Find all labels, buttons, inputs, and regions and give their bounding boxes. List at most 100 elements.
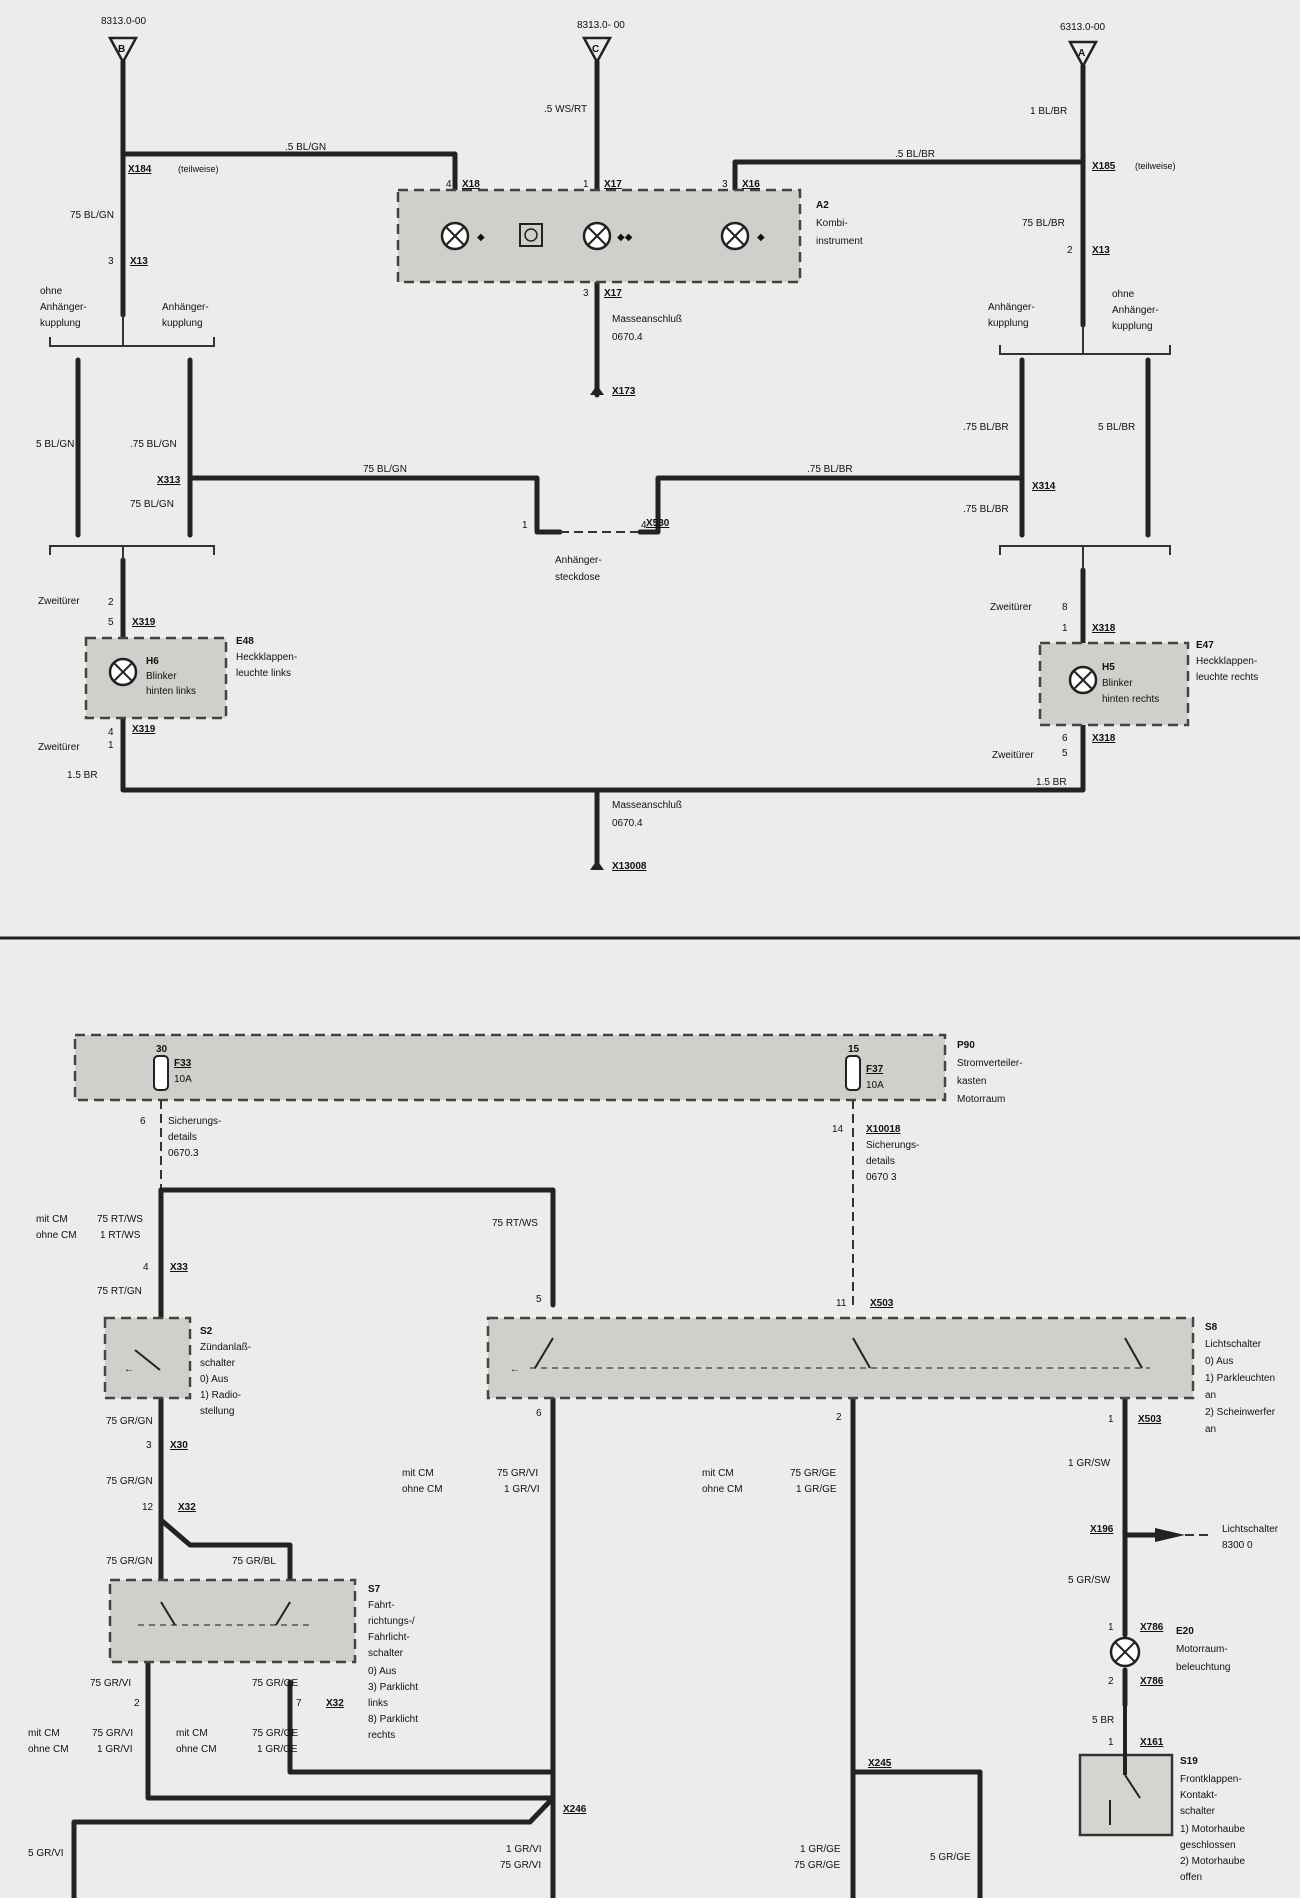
svg-text:◆◆: ◆◆ (617, 232, 633, 243)
svg-text:X18: X18 (462, 179, 480, 190)
svg-text:B: B (118, 44, 125, 55)
svg-text:Anhänger-: Anhänger- (40, 302, 87, 313)
switch-s19: S19 Frontklappen- Kontakt- schalter 1) M… (1078, 1705, 1245, 1883)
svg-text:1: 1 (1108, 1414, 1114, 1425)
instrument-cluster-a2: ◆ ◆◆ ◆ A2 Kombi- instrument (396, 188, 863, 284)
svg-text:1 GR/GE: 1 GR/GE (800, 1844, 841, 1855)
svg-text:X184: X184 (128, 164, 152, 175)
svg-text:75 GR/GE: 75 GR/GE (252, 1728, 298, 1739)
svg-text:6: 6 (140, 1116, 146, 1127)
bottom-labels: 6 Sicherungs- details 0670.3 14 X10018 S… (28, 1116, 1279, 1871)
svg-text:2: 2 (108, 597, 114, 608)
svg-text:offen: offen (1180, 1872, 1202, 1883)
svg-text:X245: X245 (868, 1758, 892, 1769)
svg-text:geschlossen: geschlossen (1180, 1840, 1236, 1851)
svg-text:15: 15 (848, 1044, 860, 1055)
trailer-bracket-left (49, 315, 215, 560)
svg-text:details: details (866, 1156, 895, 1167)
svg-text:X13008: X13008 (612, 861, 647, 872)
svg-text:ohne: ohne (40, 286, 63, 297)
svg-text:S7: S7 (368, 1584, 381, 1595)
svg-text:1: 1 (108, 740, 114, 751)
svg-text:8313.0-00: 8313.0-00 (101, 16, 146, 27)
svg-text:75 GR/GN: 75 GR/GN (106, 1416, 153, 1427)
svg-text:details: details (168, 1132, 197, 1143)
svg-text:Lichtschalter: Lichtschalter (1222, 1524, 1279, 1535)
svg-text:X161: X161 (1140, 1737, 1164, 1748)
svg-text:4: 4 (143, 1262, 149, 1273)
svg-text:P90: P90 (957, 1040, 975, 1051)
svg-text:an: an (1205, 1424, 1216, 1435)
svg-text:richtungs-/: richtungs-/ (368, 1616, 415, 1627)
svg-text:mit CM: mit CM (702, 1468, 734, 1479)
svg-text:75 GR/VI: 75 GR/VI (497, 1468, 538, 1479)
svg-text:links: links (368, 1698, 388, 1709)
svg-text:stellung: stellung (200, 1406, 234, 1417)
svg-text:75 RT/WS: 75 RT/WS (492, 1218, 538, 1229)
svg-text:4: 4 (108, 727, 114, 738)
svg-text:4: 4 (446, 179, 452, 190)
svg-text:◆: ◆ (477, 232, 485, 243)
svg-text:X30: X30 (170, 1440, 188, 1451)
svg-text:3: 3 (108, 256, 114, 267)
svg-text:Zweitürer: Zweitürer (990, 602, 1032, 613)
svg-text:X786: X786 (1140, 1622, 1164, 1633)
svg-text:5: 5 (1062, 748, 1068, 759)
svg-text:75 BL/GN: 75 BL/GN (363, 464, 407, 475)
svg-text:Anhänger-: Anhänger- (555, 555, 602, 566)
svg-text:an: an (1205, 1390, 1216, 1401)
svg-text:5 GR/SW: 5 GR/SW (1068, 1575, 1111, 1586)
svg-text:6313.0-00: 6313.0-00 (1060, 22, 1105, 33)
svg-text:3: 3 (583, 288, 589, 299)
svg-text:ohne CM: ohne CM (702, 1484, 743, 1495)
svg-text:X314: X314 (1032, 481, 1056, 492)
switch-s8: ← S8 Lichtschalter 0) Aus 1) Parkleuchte… (486, 1316, 1276, 1435)
svg-text:8) Parklicht: 8) Parklicht (368, 1714, 418, 1725)
svg-text:4: 4 (641, 520, 647, 531)
svg-text:Zweitürer: Zweitürer (992, 750, 1034, 761)
svg-text:Lichtschalter: Lichtschalter (1205, 1339, 1262, 1350)
svg-text:1 RT/WS: 1 RT/WS (100, 1230, 141, 1241)
svg-text:Zweitürer: Zweitürer (38, 742, 80, 753)
lamp-e47: H5 Blinker hinten rechts E47 Heckklappen… (1038, 640, 1258, 727)
svg-text:Anhänger-: Anhänger- (162, 302, 209, 313)
switch-s2: ← S2 Zündanlaß- schalter 0) Aus 1) Radio… (103, 1316, 251, 1417)
svg-text:1) Parkleuchten: 1) Parkleuchten (1205, 1373, 1275, 1384)
antenna-a-icon: A 6313.0-00 (1060, 22, 1105, 69)
svg-text:0) Aus: 0) Aus (368, 1666, 396, 1677)
svg-text:C: C (592, 44, 599, 55)
svg-text:10A: 10A (174, 1074, 192, 1085)
svg-text:schalter: schalter (368, 1648, 404, 1659)
svg-text:Anhänger-: Anhänger- (988, 302, 1035, 313)
svg-text:1 GR/GE: 1 GR/GE (257, 1744, 298, 1755)
svg-text:Stromverteiler-: Stromverteiler- (957, 1058, 1023, 1069)
svg-text:.5 BL/GN: .5 BL/GN (285, 142, 326, 153)
svg-text:75 GR/GE: 75 GR/GE (794, 1860, 840, 1871)
svg-text:8: 8 (1062, 602, 1068, 613)
svg-text:rechts: rechts (368, 1730, 395, 1741)
svg-text:X318: X318 (1092, 623, 1116, 634)
svg-text:Motorraum-: Motorraum- (1176, 1644, 1228, 1655)
svg-text:5 GR/GE: 5 GR/GE (930, 1852, 971, 1863)
svg-text:Frontklappen-: Frontklappen- (1180, 1774, 1242, 1785)
svg-text:X185: X185 (1092, 161, 1116, 172)
svg-text:X16: X16 (742, 179, 760, 190)
svg-text:Kombi-: Kombi- (816, 218, 848, 229)
svg-text:H6: H6 (146, 656, 159, 667)
svg-text:.75 BL/BR: .75 BL/BR (963, 422, 1009, 433)
svg-text:1 GR/SW: 1 GR/SW (1068, 1458, 1111, 1469)
svg-text:75 GR/GE: 75 GR/GE (252, 1678, 298, 1689)
svg-text:3: 3 (146, 1440, 152, 1451)
svg-text:ohne CM: ohne CM (28, 1744, 69, 1755)
ground-arrow-icon (590, 860, 604, 870)
svg-text:X318: X318 (1092, 733, 1116, 744)
svg-text:0670.3: 0670.3 (168, 1148, 199, 1159)
svg-text:75 RT/WS: 75 RT/WS (97, 1214, 143, 1225)
svg-text:(teilweise): (teilweise) (178, 164, 219, 174)
svg-text:Sicherungs-: Sicherungs- (168, 1116, 221, 1127)
lamp-e20: E20 Motorraum- beleuchtung (1109, 1626, 1231, 1673)
arrow-left-icon: ← (510, 1364, 520, 1375)
svg-text:ohne CM: ohne CM (402, 1484, 443, 1495)
svg-text:Blinker: Blinker (1102, 678, 1133, 689)
